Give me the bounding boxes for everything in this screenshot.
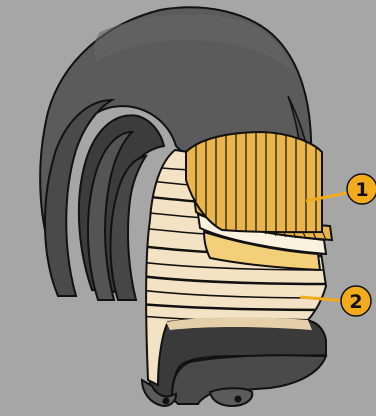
callout-1-label: 1 xyxy=(355,179,368,201)
bead-hook-right xyxy=(210,388,252,406)
bead-wire-left xyxy=(163,398,170,405)
callout-2-label: 2 xyxy=(349,291,362,313)
bead-wire-right xyxy=(235,396,242,403)
inner-liner xyxy=(142,317,326,406)
